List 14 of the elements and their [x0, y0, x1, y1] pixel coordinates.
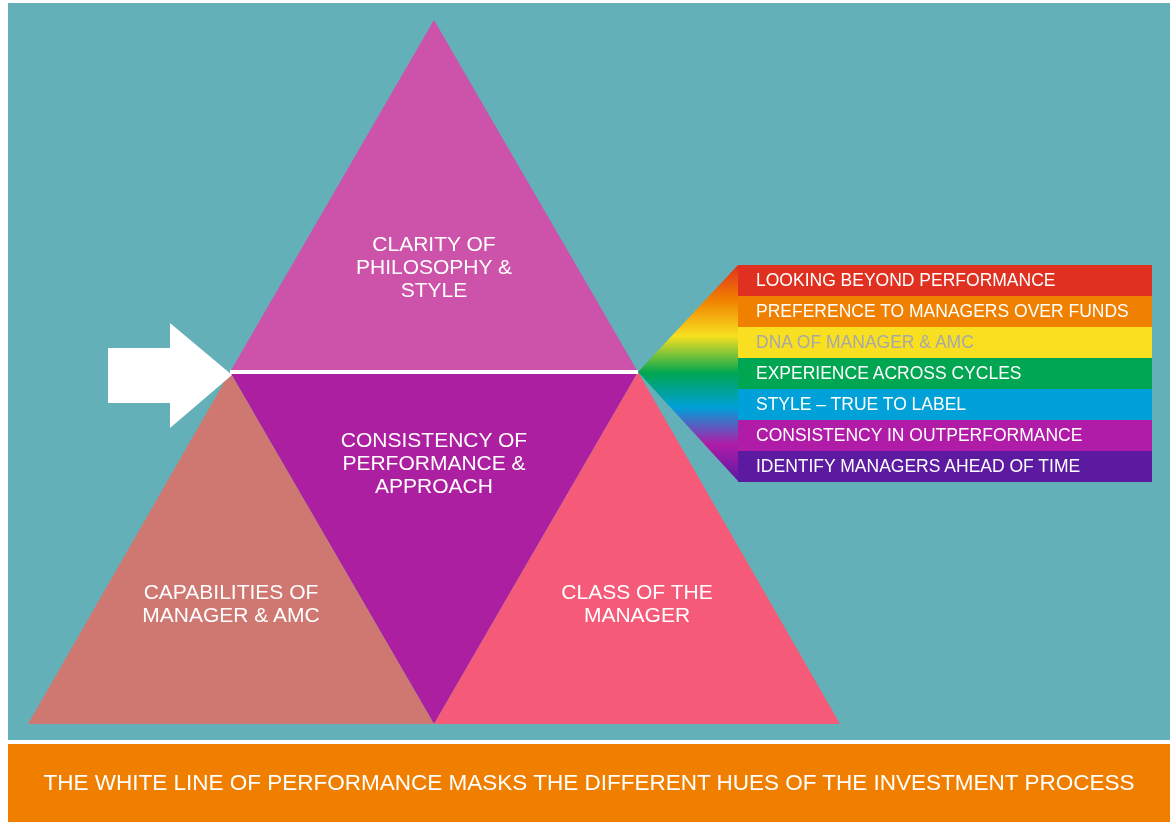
segment-label: CONSISTENCY OF PERFORMANCE & APPROACH: [339, 428, 529, 497]
caption-banner: THE WHITE LINE OF PERFORMANCE MASKS THE DIFFERENT HUES OF THE INVESTMENT PROCESS: [8, 744, 1170, 822]
color-band: CONSISTENCY IN OUTPERFORMANCE: [738, 420, 1152, 451]
segment-label: CLASS OF THE MANAGER: [560, 580, 714, 626]
color-band: PREFERENCE TO MANAGERS OVER FUNDS: [738, 296, 1152, 327]
color-band: STYLE – TRUE TO LABEL: [738, 389, 1152, 420]
color-band: EXPERIENCE ACROSS CYCLES: [738, 358, 1152, 389]
segment-label: CLARITY OF PHILOSOPHY & STYLE: [355, 232, 513, 301]
block-arrow: [108, 323, 232, 428]
rainbow-fan: [638, 265, 738, 481]
color-band: IDENTIFY MANAGERS AHEAD OF TIME: [738, 451, 1152, 482]
color-band: LOOKING BEYOND PERFORMANCE: [738, 265, 1152, 296]
color-band: DNA OF MANAGER & AMC: [738, 327, 1152, 358]
segment-label: CAPABILITIES OF MANAGER & AMC: [141, 580, 321, 626]
